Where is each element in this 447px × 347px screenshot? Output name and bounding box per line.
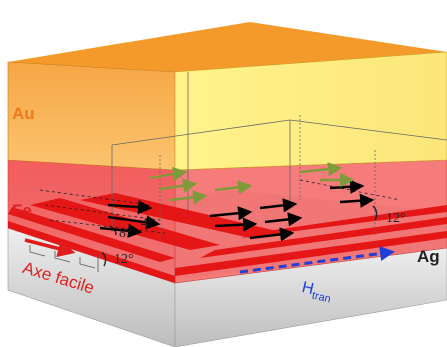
angle-label-12-right: 12° (386, 211, 406, 226)
angle-label-4: 4° (141, 216, 154, 231)
guide-lines (111, 72, 447, 240)
au-layer-label: Au (12, 104, 35, 123)
easy-axis-arrow (24, 238, 76, 258)
au-side-face (174, 51, 447, 171)
angle-label-12-left: 12° (114, 252, 134, 267)
angle-label-8: 8° (119, 226, 132, 241)
au-interface-arrows (149, 162, 355, 205)
ag-layer-label: Ag (417, 247, 440, 266)
fe-layer-label: Fe (12, 201, 32, 220)
au-top-face (8, 22, 447, 72)
substrate-steps (29, 245, 99, 272)
